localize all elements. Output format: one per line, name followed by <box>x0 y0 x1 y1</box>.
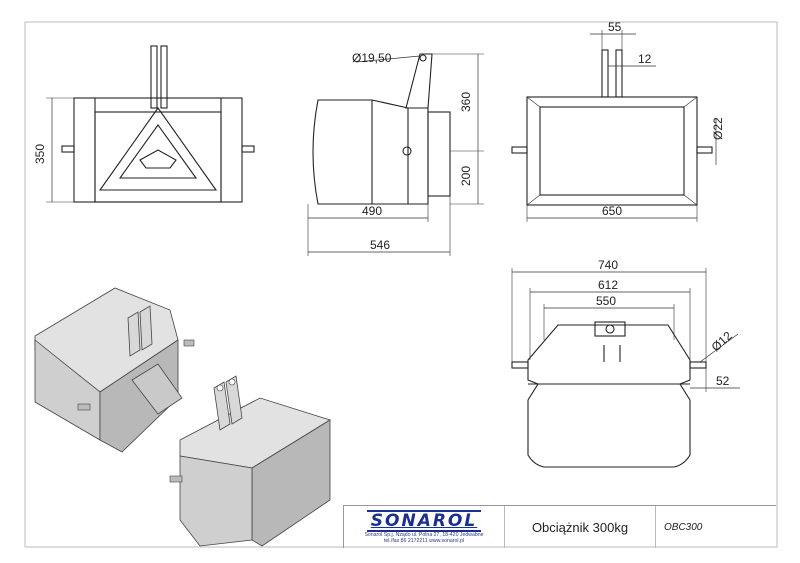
title-block: SONAROL Sonarol Sp.j. Nządo ul. Polna 27… <box>343 505 776 548</box>
company-logo: SONAROL Sonarol Sp.j. Nządo ul. Polna 27… <box>344 506 505 548</box>
top-view: 55 12 Ø22 650 <box>511 20 725 222</box>
dim-side-height: 360 <box>459 92 473 112</box>
dim-bottom-inner: 550 <box>596 294 616 308</box>
brand-name: SONAROL <box>366 510 482 532</box>
dim-pin-width: 55 <box>608 20 622 34</box>
dim-pin-diameter: Ø19,50 <box>352 51 392 65</box>
dim-bottom-total: 740 <box>598 258 618 272</box>
product-name: Obciążnik 300kg <box>505 506 656 548</box>
side-view: Ø19,50 360 200 490 546 <box>307 51 484 256</box>
dim-front-height: 350 <box>33 144 47 164</box>
dim-bottom-hole: Ø12 <box>709 328 735 354</box>
dim-hole-diameter: Ø22 <box>711 117 725 140</box>
dim-side-total-length: 546 <box>370 238 390 252</box>
rear-view: 740 612 550 Ø12 52 <box>511 258 740 468</box>
dim-side-body-length: 490 <box>362 204 382 218</box>
isometric-view-2 <box>169 375 331 547</box>
dim-side-hole-height: 200 <box>459 166 473 186</box>
sheet-border <box>24 21 778 548</box>
front-view: 350 <box>33 45 255 203</box>
isometric-view-1 <box>34 287 195 453</box>
company-address: Sonarol Sp.j. Nządo ul. Polna 27, 18-420… <box>364 532 484 538</box>
dim-top-width: 650 <box>602 204 622 218</box>
company-contact: tel./fax 86 2172211 www.sonarol.pl <box>383 538 465 544</box>
dim-bottom-offset: 52 <box>716 374 730 388</box>
product-code: OBC300 <box>664 521 703 533</box>
dim-pin-spacing: 12 <box>638 52 652 66</box>
dim-bottom-mid: 612 <box>598 278 618 292</box>
